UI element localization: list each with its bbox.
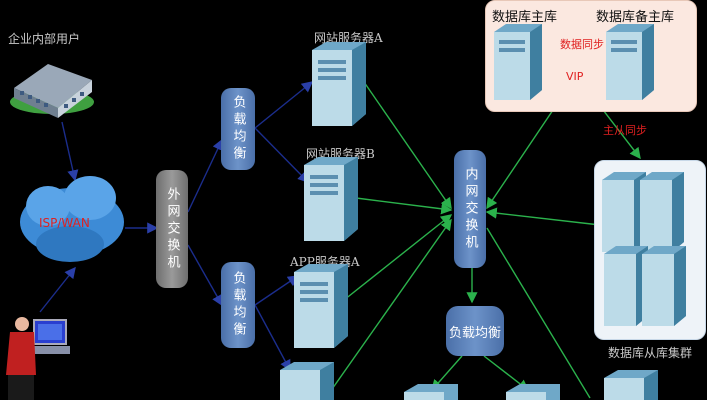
enterprise-users-label: 企业内部用户 — [8, 32, 81, 46]
isp-wan-label: ISP/WAN — [39, 216, 90, 230]
db-backup-master-label: 数据库备主库 — [596, 10, 675, 25]
load-balancer-1-node[interactable]: 负载均衡 — [221, 88, 255, 170]
inner-switch-node[interactable]: 内网交换机 — [454, 150, 486, 268]
db-sync-label: 数据同步 — [560, 38, 604, 51]
server-icon[interactable] — [280, 362, 334, 400]
server-icon[interactable] — [494, 24, 542, 100]
db-slave-cluster-label: 数据库从库集群 — [608, 346, 693, 360]
server-icon[interactable] — [640, 172, 684, 252]
server-icon[interactable] — [606, 24, 654, 100]
server-icon[interactable] — [506, 384, 560, 400]
server-icon[interactable] — [604, 370, 658, 400]
server-icon[interactable] — [312, 42, 366, 126]
server-icon[interactable] — [602, 172, 646, 252]
web-server-a-label: 网站服务器A — [314, 31, 383, 45]
db-master-label: 数据库主库 — [492, 10, 558, 25]
load-balancer-2-node[interactable]: 负载均衡 — [221, 262, 255, 348]
server-icon[interactable] — [304, 157, 358, 241]
server-icon[interactable] — [404, 384, 458, 400]
outer-switch-node[interactable]: 外网交换机 — [156, 170, 188, 288]
load-balancer-3-node[interactable]: 负载均衡 — [446, 306, 504, 356]
vip-label: VIP — [566, 70, 584, 83]
server-icon[interactable] — [642, 246, 686, 326]
blue-links — [39, 81, 314, 372]
server-icon[interactable] — [294, 264, 348, 348]
master-slave-sync-label: 主从同步 — [603, 124, 647, 137]
